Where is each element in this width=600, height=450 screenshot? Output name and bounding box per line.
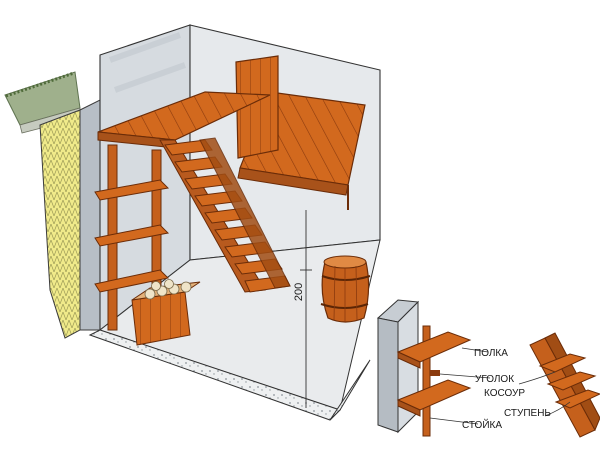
label-shelf: ПОЛКА	[474, 348, 508, 359]
shelf-detail: ПОЛКА УГОЛОК СТОЙКА	[376, 299, 514, 437]
label-post: СТОЙКА	[462, 418, 502, 431]
railing-board	[235, 55, 279, 159]
height-dimension: 200	[293, 210, 312, 408]
label-angle: УГОЛОК	[475, 374, 514, 385]
dimension-label: 200	[293, 283, 305, 301]
barrel	[320, 255, 371, 323]
staircase	[159, 137, 291, 293]
stair-detail: КОСОУР СТУПЕНЬ	[484, 332, 600, 438]
outer-wall-left	[39, 99, 101, 339]
label-stringer: КОСОУР	[484, 388, 525, 399]
landing	[97, 91, 271, 149]
vegetable-crate	[131, 279, 201, 346]
label-step: СТУПЕНЬ	[504, 408, 551, 419]
shelving-unit	[94, 144, 170, 331]
ground-surface	[4, 71, 81, 134]
